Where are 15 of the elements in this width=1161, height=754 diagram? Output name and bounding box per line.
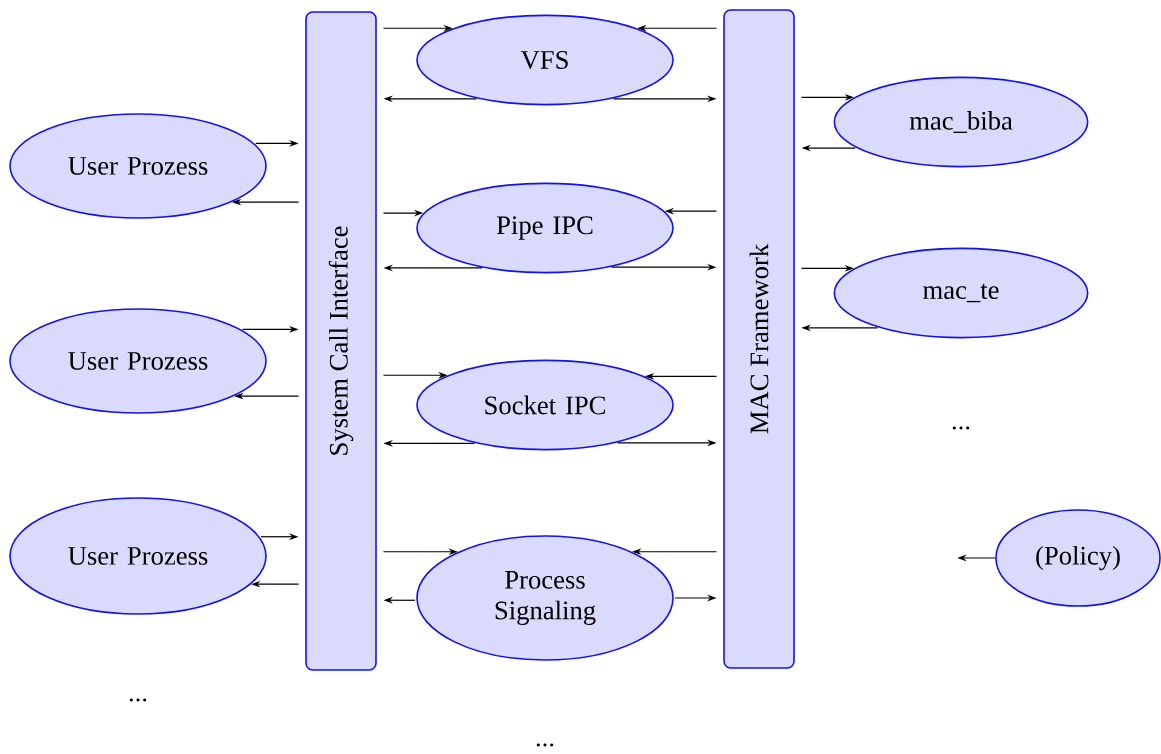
vertical-box: MAC Framework <box>723 9 795 669</box>
ellipse-node: Pipe IPC <box>416 182 674 274</box>
ellipse-node: Socket IPC <box>416 359 674 451</box>
ellipsis-label: ... <box>129 698 147 702</box>
ellipsis-label: ... <box>536 743 554 747</box>
ellipse-node: (Policy) <box>995 509 1161 607</box>
ellipse-node: Process Signaling <box>416 535 674 661</box>
vertical-box: System Call Interface <box>305 11 377 671</box>
ellipse-node: VFS <box>416 14 674 106</box>
ellipse-node: User Prozess <box>9 113 267 219</box>
ellipse-node: User Prozess <box>9 308 267 414</box>
ellipse-node: mac_te <box>833 247 1089 339</box>
ellipse-node: mac_biba <box>833 76 1089 168</box>
ellipsis-label: ... <box>952 426 970 430</box>
ellipse-node: User Prozess <box>9 497 267 615</box>
